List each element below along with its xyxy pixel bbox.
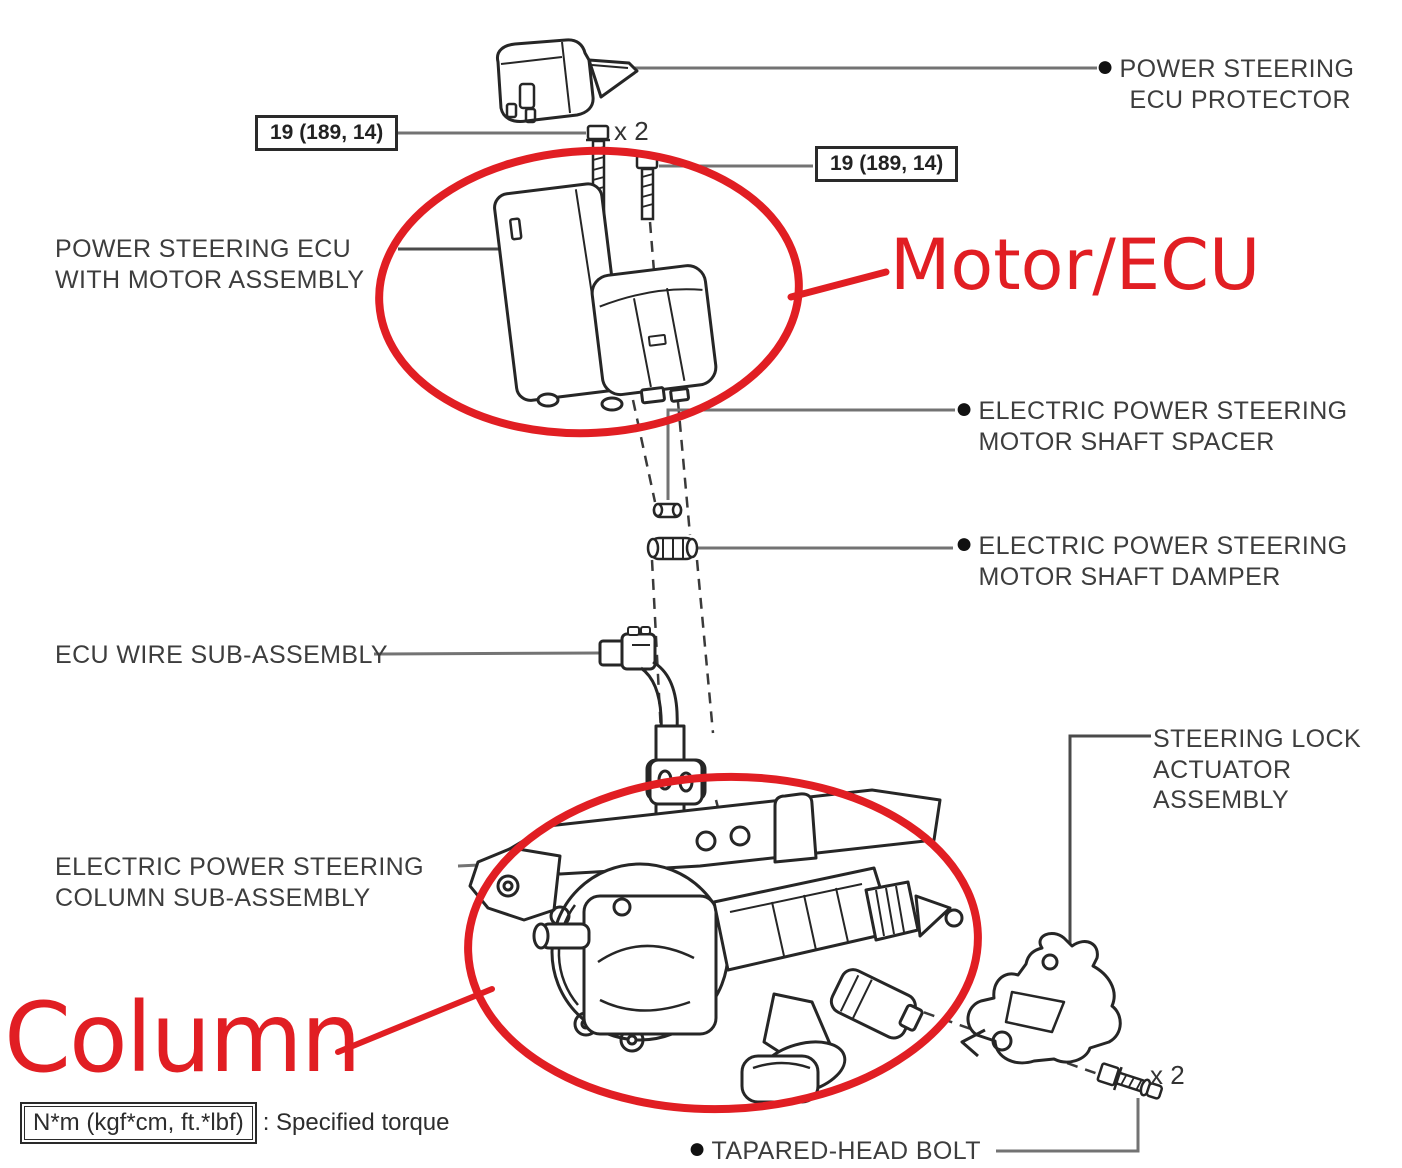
label-line: COLUMN SUB-ASSEMBLY: [55, 883, 371, 912]
annotation-motor-ecu: Motor/ECU: [890, 224, 1261, 306]
bolt-quantity-bottom: x 2: [1150, 1060, 1185, 1090]
bullet-icon: ●: [955, 527, 974, 560]
bullet-icon: ●: [1096, 50, 1115, 83]
label-line: MOTOR SHAFT DAMPER: [978, 562, 1281, 591]
label-line: ECU PROTECTOR: [1129, 85, 1351, 114]
label-power-steering-ecu-with-motor: POWER STEERING ECU WITH MOTOR ASSEMBLY: [55, 234, 365, 295]
label-line: ELECTRIC POWER STEERING: [55, 853, 424, 881]
bolt-quantity-top: x 2: [614, 116, 649, 146]
label-line: POWER STEERING ECU: [55, 235, 352, 263]
torque-spec-top-left: 19 (189, 14): [255, 115, 399, 151]
highlight-line-motor-ecu: [787, 268, 890, 301]
annotation-column: Column: [4, 982, 362, 1094]
torque-legend: N*m (kgf*cm, ft.*lbf) : Specified torque: [20, 1102, 450, 1144]
torque-legend-suffix: : Specified torque: [262, 1109, 450, 1136]
label-power-steering-ecu-protector: ● POWER STEERING ECU PROTECTOR: [1096, 50, 1355, 115]
label-line: TAPARED-HEAD BOLT: [711, 1137, 981, 1165]
bullet-icon: ●: [688, 1132, 707, 1165]
bolt-top-right: [635, 154, 659, 221]
label-motor-shaft-damper: ● ELECTRIC POWER STEERING MOTOR SHAFT DA…: [955, 527, 1348, 592]
label-line: WITH MOTOR ASSEMBLY: [55, 265, 365, 294]
label-ecu-wire-sub-assembly: ECU WIRE SUB-ASSEMBLY: [55, 640, 388, 671]
highlight-line-column: [335, 986, 495, 1055]
torque-legend-box: N*m (kgf*cm, ft.*lbf): [20, 1102, 257, 1144]
label-line: POWER STEERING: [1119, 55, 1355, 83]
label-column-sub-assembly: ELECTRIC POWER STEERING COLUMN SUB-ASSEM…: [55, 852, 424, 913]
label-tapered-head-bolt: ● TAPARED-HEAD BOLT: [688, 1132, 981, 1167]
label-line: ELECTRIC POWER STEERING: [978, 397, 1348, 425]
part-tapered-head-bolt: [1096, 1062, 1163, 1100]
part-motor-shaft-damper: [646, 536, 699, 561]
bullet-icon: ●: [955, 392, 974, 425]
highlight-ellipse-motor-ecu: [375, 146, 803, 438]
torque-unit-text: N*m (kgf*cm, ft.*lbf): [24, 1106, 253, 1140]
label-line: ACTUATOR: [1153, 755, 1292, 784]
label-line: STEERING LOCK: [1153, 725, 1362, 753]
part-ecu-protector: [495, 38, 639, 124]
part-steering-lock-actuator: [960, 932, 1122, 1065]
label-motor-shaft-spacer: ● ELECTRIC POWER STEERING MOTOR SHAFT SP…: [955, 392, 1348, 457]
torque-spec-top-right: 19 (189, 14): [815, 146, 959, 182]
part-column-sub-assembly: [468, 724, 964, 1104]
label-line: ECU WIRE SUB-ASSEMBLY: [55, 641, 388, 669]
label-line: MOTOR SHAFT SPACER: [978, 427, 1275, 456]
label-steering-lock-actuator: STEERING LOCK ACTUATOR ASSEMBLY: [1153, 724, 1361, 816]
part-ecu-motor-assembly: [493, 182, 718, 412]
part-motor-shaft-spacer: [652, 502, 683, 519]
label-line: ELECTRIC POWER STEERING: [978, 532, 1348, 560]
label-line: ASSEMBLY: [1153, 786, 1290, 814]
highlight-ellipse-column: [464, 772, 982, 1114]
